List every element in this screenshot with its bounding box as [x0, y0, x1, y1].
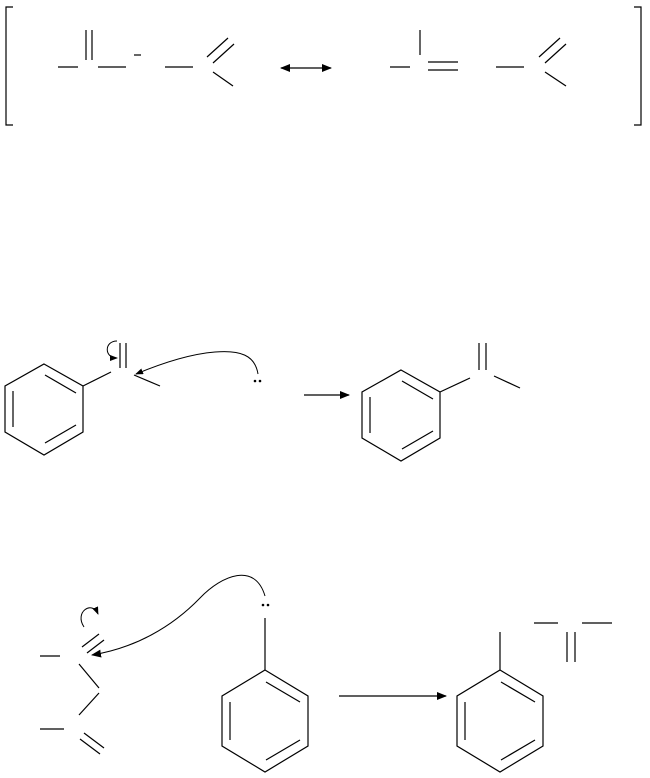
curved-arrow-icon [80, 606, 99, 628]
benzene-ring-left-2 [221, 669, 309, 773]
lone-pair-icon [261, 603, 270, 607]
reaction-panel-1 [4, 340, 521, 462]
product-carbonyl-fragment [534, 622, 612, 662]
right-bracket [634, 6, 642, 126]
benzene-ring-right-1 [361, 369, 441, 462]
benzene-ring-left-1 [4, 363, 84, 456]
reaction-panel-2 [40, 574, 612, 773]
left-bracket [5, 6, 13, 126]
benzene-ring-right-2 [456, 669, 544, 773]
resonance-panel [5, 6, 642, 126]
electrophile-fragment [40, 633, 105, 755]
resonance-structure-left [58, 30, 235, 87]
resonance-structure-right [390, 30, 567, 87]
curved-arrow-icon [135, 351, 259, 375]
lone-pair-icon [253, 379, 262, 383]
curved-arrow-icon [106, 340, 118, 361]
aryl-carbonyl-bond [82, 371, 112, 387]
curved-arrow-icon [91, 574, 266, 658]
